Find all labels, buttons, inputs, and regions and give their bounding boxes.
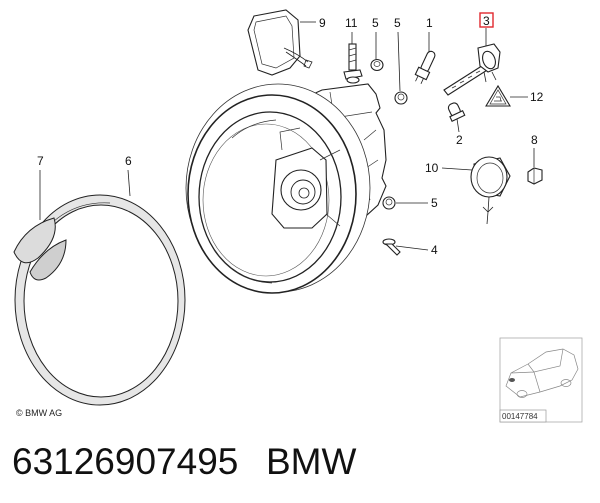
grommet-part-5-bottom [382,196,396,210]
vehicle-front-wheel [516,390,528,398]
callout-12: 12 [530,90,544,104]
vehicle-headlight-marker [509,378,515,382]
vehicle-sketch [505,348,579,398]
bulb-part-2 [447,102,466,122]
parking-light-part-10 [470,156,511,225]
cover-cap-part-9 [247,9,313,76]
callout-5-bottom: 5 [431,196,438,210]
lens-part-7-rear [29,239,67,281]
callout-1: 1 [426,16,433,30]
leader-lines [39,21,535,251]
callout-5-mid: 5 [394,16,401,30]
inset-caption: 00147784 [502,412,538,421]
exploded-view-diagram: 9 11 5 5 1 3 12 2 8 7 6 10 5 4 © BMW AG … [13,9,583,423]
parking-light-wire [482,196,494,225]
brand-name: BMW [266,441,357,482]
callout-2: 2 [456,133,463,147]
vehicle-rear-wheel [560,379,572,387]
callout-11: 11 [345,16,358,30]
reflector-bowl-inner [290,179,316,205]
callout-8: 8 [531,133,538,147]
screw-part-4 [382,238,401,256]
callout-3: 3 [483,14,490,28]
copyright-text: © BMW AG [16,408,62,418]
inset-caption-box [499,409,547,423]
callout-4: 4 [431,243,438,257]
warning-label-part-12 [485,84,511,107]
callout-7: 7 [37,154,44,168]
reflector-bowl-outer [280,169,322,211]
bulb-part-3 [443,43,501,96]
trim-ring-part-6 [14,194,186,406]
clip-part-8 [527,167,543,185]
callout-3-highlight-box [479,12,494,28]
callout-6: 6 [125,154,132,168]
housing-inner-detail [213,119,341,284]
adjusting-screw-part-11 [343,43,363,84]
callout-9: 9 [319,16,326,30]
grommet-part-5-top [370,58,384,72]
headlight-housing [185,83,387,294]
reflector-bulb-socket [298,187,310,199]
grommet-part-5-mid [394,91,408,105]
part-number: 63126907495 [12,441,239,482]
vehicle-inset: 00147784 [499,337,583,423]
bulb-part-1 [414,50,436,84]
callout-5-top: 5 [372,16,379,30]
lens-part-7-front [13,217,56,264]
callout-10: 10 [425,161,439,175]
housing-inner-bevel [202,123,330,277]
